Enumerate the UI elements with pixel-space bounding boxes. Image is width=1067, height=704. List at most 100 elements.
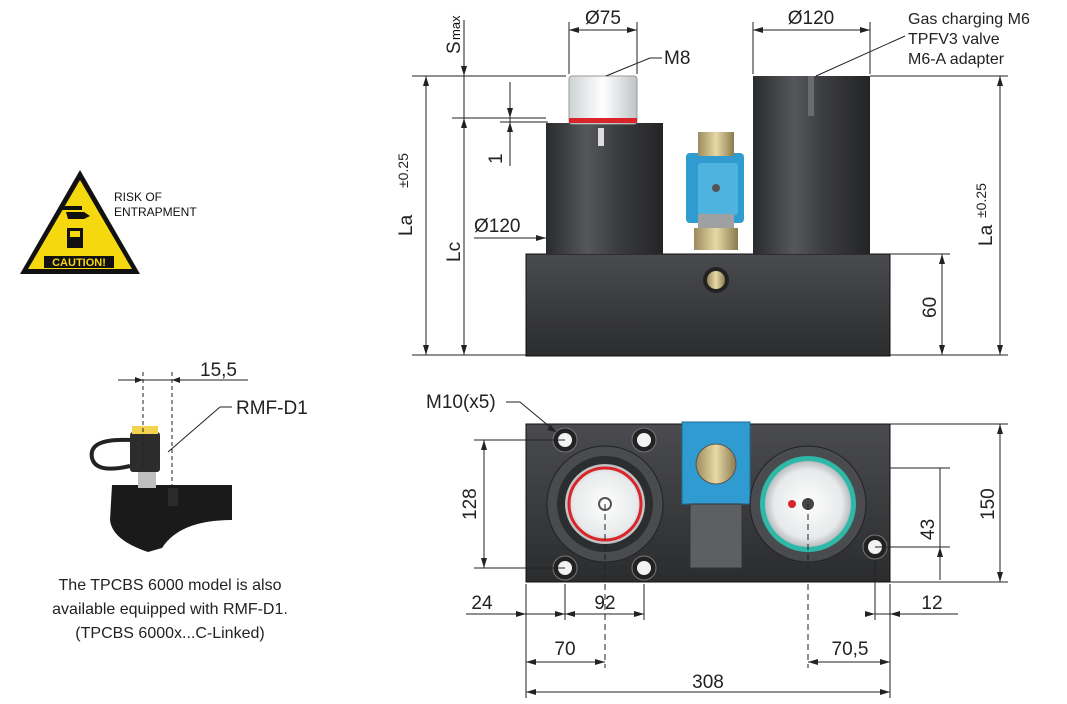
top-view-dim-arrow-4 <box>937 547 943 557</box>
valve-note-line-2: TPFV3 valve <box>908 31 1000 48</box>
front-view-dim-arrow-13 <box>997 76 1003 86</box>
risk-text-line-1: RISK OF <box>114 190 162 204</box>
dim-70-5: 70,5 <box>832 639 869 660</box>
top-view-dim-arrow-16 <box>880 659 890 665</box>
block-fitting-2 <box>707 271 725 289</box>
front-view-dim-arrow-4 <box>423 76 429 86</box>
m8-label: M8 <box>664 48 690 69</box>
rmf-note-line-2: available equipped with RMF-D1. <box>52 601 288 618</box>
cylinder-icon-window <box>70 231 80 237</box>
rmf-label: RMF-D1 <box>236 398 308 419</box>
rmf-cap <box>132 426 158 434</box>
front-view-dim-arrow-14 <box>997 345 1003 355</box>
top-view-dim-arrow-10 <box>634 611 644 617</box>
left-rod <box>568 75 638 125</box>
valve-note-line-1: Gas charging M6 <box>908 11 1030 28</box>
caution-banner <box>44 256 114 268</box>
m10-label: M10(x5) <box>426 392 496 413</box>
dim-43: 43 <box>918 519 939 540</box>
front-view-dim-line-13 <box>605 57 651 77</box>
top-view-dim-arrow-8 <box>555 611 565 617</box>
lc-label: Lc <box>444 242 465 262</box>
front-view-dim-arrow-10 <box>627 27 637 33</box>
front-view-dim-arrow-15 <box>939 254 945 264</box>
rmf-connector <box>130 432 160 472</box>
valve-top-2 <box>695 443 737 485</box>
valve-note-line-3: M6-A adapter <box>908 51 1005 68</box>
rmf-stem <box>138 470 156 488</box>
d120-left-label: Ø120 <box>474 216 520 237</box>
top-view: M10(x5) 128 43 150 <box>426 392 1008 698</box>
front-view: S max ±0.25 La Lc 1 Ø120 Ø75 M8 <box>395 8 1030 357</box>
left-cylinder-notch <box>598 128 604 146</box>
top-view-dim-arrow-11 <box>865 611 875 617</box>
valve-nut <box>698 132 734 156</box>
dim-one: 1 <box>486 153 507 164</box>
front-view-dim-arrow-16 <box>939 345 945 355</box>
front-view-dim-arrow <box>461 66 467 76</box>
press-plate-icon <box>60 206 82 210</box>
left-cylinder <box>546 123 663 254</box>
front-view-dim-arrow-2 <box>461 118 467 128</box>
dim-128: 128 <box>460 488 481 520</box>
tolerance-left: ±0.25 <box>395 153 411 188</box>
dim-92: 92 <box>594 593 615 614</box>
rmf-dim-arrow-1 <box>135 377 143 383</box>
d120-top-label: Ø120 <box>788 8 834 29</box>
top-view-dim-arrow-7 <box>516 611 526 617</box>
d75-label: Ø75 <box>585 8 621 29</box>
top-view-dim-arrow-15 <box>808 659 818 665</box>
top-view-dim-arrow-13 <box>526 659 536 665</box>
caution-text: CAUTION! <box>52 257 106 269</box>
tolerance-right: ±0.25 <box>973 183 989 218</box>
front-view-dim-arrow-8 <box>536 235 546 241</box>
rmf-note-line-1: The TPCBS 6000 model is also <box>59 577 282 594</box>
front-view-dim-arrow-6 <box>507 108 513 118</box>
front-view-dim-arrow-7 <box>507 122 513 132</box>
front-view-dim-arrow-11 <box>753 27 763 33</box>
dim-308: 308 <box>692 672 724 693</box>
rmf-dim-arrow-2 <box>172 377 180 383</box>
rmf-bracket <box>110 485 232 552</box>
front-view-dim-arrow-12 <box>860 27 870 33</box>
hand-icon <box>66 212 90 219</box>
rmf-detail: 15,5 RMF-D1 The TPCBS 6000 model is also… <box>52 360 308 642</box>
top-view-dim-arrow-17 <box>526 689 536 695</box>
la-right-label: La <box>976 224 997 246</box>
valve-fitting <box>694 228 738 250</box>
dim-150: 150 <box>978 488 999 520</box>
top-view-dim-arrow-14 <box>595 659 605 665</box>
dim-24: 24 <box>471 593 493 614</box>
top-view-dim-arrow-18 <box>880 689 890 695</box>
top-view-dim-arrow-5 <box>997 424 1003 434</box>
top-view-dim-arrow-3 <box>481 558 487 568</box>
left-rod-seal <box>569 118 637 123</box>
front-view-dim-line-18 <box>815 35 906 77</box>
rmf-leader <box>167 406 221 453</box>
front-view-dim-arrow-9 <box>569 27 579 33</box>
rmf-bracket-slot <box>168 488 178 506</box>
solenoid-valve-3 <box>712 184 720 192</box>
dim-60: 60 <box>920 297 941 318</box>
smax-label: S <box>444 41 465 54</box>
top-view-dim-arrow-6 <box>997 572 1003 582</box>
warning-sign: CAUTION! RISK OF ENTRAPMENT <box>20 170 197 274</box>
rmf-cable <box>89 437 131 471</box>
right-cylinder-face-5 <box>788 500 796 508</box>
right-cylinder-valve <box>808 76 814 116</box>
front-view-dim-arrow-3 <box>461 345 467 355</box>
risk-text-line-2: ENTRAPMENT <box>114 205 197 219</box>
rmf-note-line-3: (TPCBS 6000x...C-Linked) <box>75 625 264 642</box>
valve-top-3 <box>689 503 743 569</box>
smax-sub: max <box>448 15 463 40</box>
top-view-dim-arrow-2 <box>481 440 487 450</box>
dim-12: 12 <box>921 593 942 614</box>
top-view-dim-arrow-12 <box>890 611 900 617</box>
warning-triangle-fill <box>28 180 132 269</box>
dim-70: 70 <box>554 639 575 660</box>
top-view-dim-arrow <box>547 425 556 432</box>
rmf-dim-text: 15,5 <box>200 360 237 381</box>
top-view-dim-arrow-9 <box>565 611 575 617</box>
base-block <box>525 253 891 357</box>
